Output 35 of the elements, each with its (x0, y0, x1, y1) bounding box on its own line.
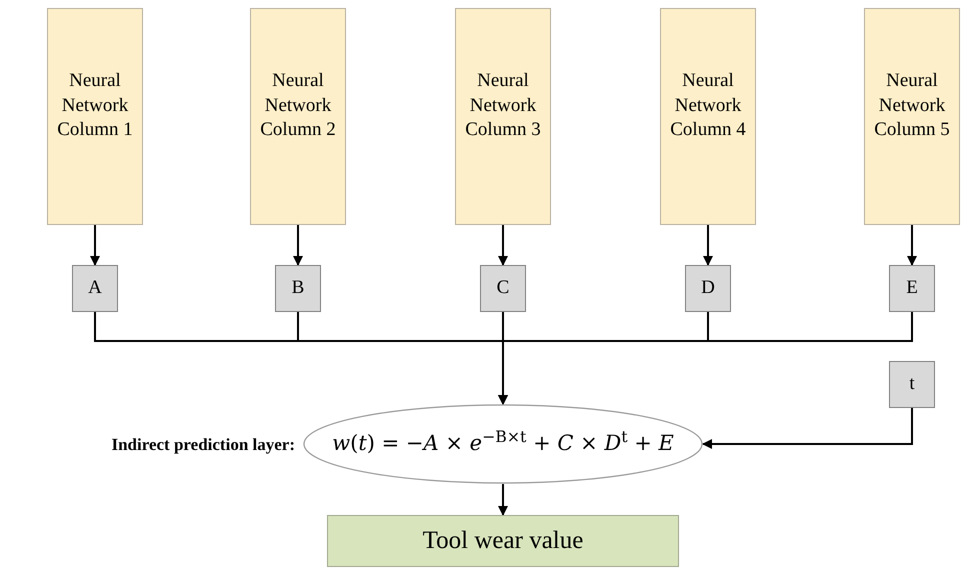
node-text: Neural Network Column 3 (464, 69, 542, 142)
node-text: Neural Network Column 2 (259, 69, 337, 142)
variable-box (275, 265, 321, 312)
result-box (327, 515, 679, 567)
node-text: t (909, 372, 915, 396)
arrow (90, 225, 100, 266)
column-box (864, 8, 960, 225)
formula-ellipse (303, 404, 703, 484)
node-text: Neural Network Column 5 (873, 69, 951, 142)
arrow (702, 408, 913, 449)
column-box (455, 8, 551, 225)
node-text: Tool wear value (422, 526, 584, 556)
node-text: Neural Network Column 4 (669, 69, 747, 142)
arrow (498, 312, 913, 405)
arrow (907, 225, 917, 266)
variable-box (72, 265, 118, 312)
column-box (47, 8, 143, 225)
node-text: B (292, 276, 304, 300)
node-text: A (88, 276, 102, 300)
node-text: Neural Network Column 1 (56, 69, 134, 142)
variable-box (480, 265, 526, 312)
column-box (660, 8, 756, 225)
column-box (250, 8, 346, 225)
node-text: w(t) = −A × e$^{−B×t}$ + C × D$^{t}$ + E (332, 428, 674, 458)
arrow (498, 484, 508, 516)
variable-box (889, 265, 935, 312)
variable-box (889, 361, 935, 408)
layer-label: Indirect prediction layer: (111, 434, 295, 456)
node-text: D (701, 276, 715, 300)
node-text: C (496, 276, 510, 300)
node-text: E (906, 276, 918, 300)
variable-box (685, 265, 731, 312)
arrow (703, 225, 713, 266)
arrow (498, 225, 508, 266)
arrow (293, 225, 303, 266)
